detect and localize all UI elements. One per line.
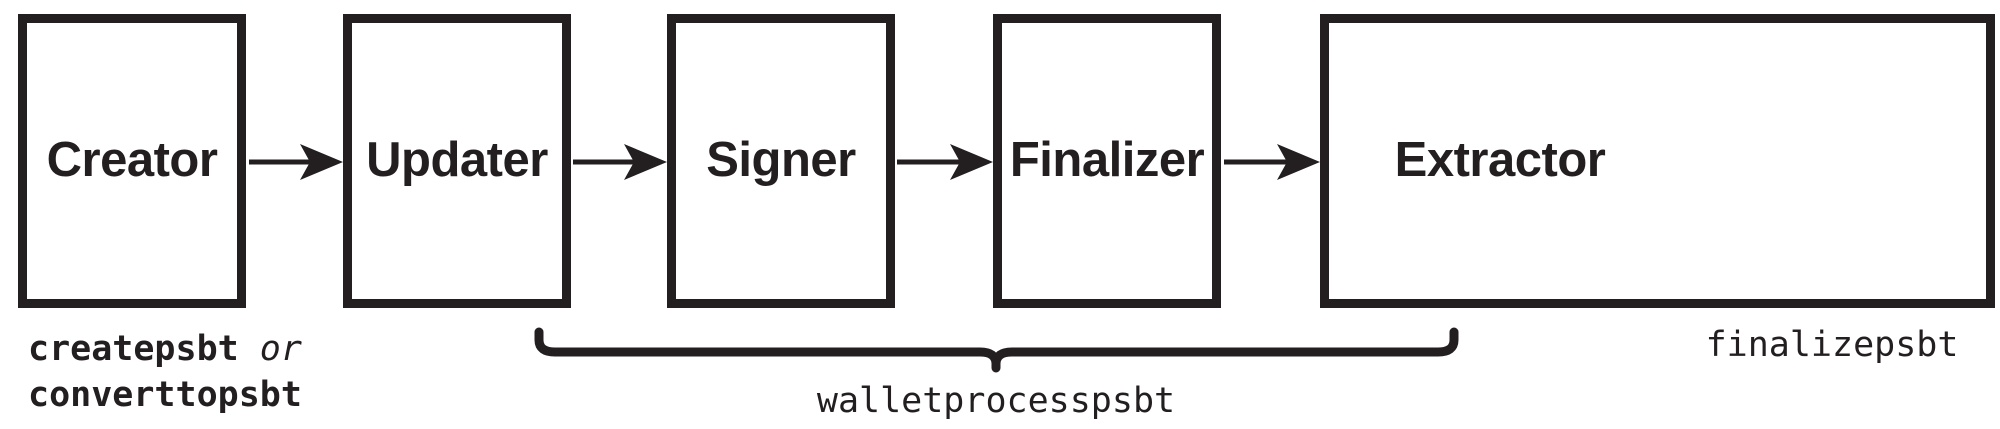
stage-box-finalizer-label: Finalizer (1010, 133, 1205, 187)
arrow-finalizer-extractor-head (1277, 144, 1320, 180)
extractor-command: finalizepsbt (1706, 325, 1959, 365)
creator-command-primary: createpsbt (28, 329, 239, 369)
arrow-finalizer-extractor (1224, 144, 1320, 180)
arrow-updater-signer-head (624, 144, 667, 180)
walletprocesspsbt-brace (534, 327, 1459, 373)
stage-box-creator[interactable]: Creator (18, 14, 246, 308)
stage-box-creator-label: Creator (47, 133, 218, 187)
stage-box-extractor-label: Extractor (1395, 133, 1606, 187)
arrow-creator-updater (249, 144, 343, 180)
creator-command-connector: or (260, 329, 302, 369)
stage-box-updater[interactable]: Updater (343, 14, 571, 308)
creator-command-line2: converttopsbt (28, 375, 302, 415)
stage-box-signer-label: Signer (706, 133, 856, 187)
stage-box-updater-label: Updater (366, 133, 548, 187)
stage-box-extractor[interactable]: Extractor (1320, 14, 1995, 308)
stage-box-extractor-rect (1320, 14, 1995, 308)
arrow-updater-signer (573, 144, 667, 180)
stage-box-finalizer-rect (993, 14, 1221, 308)
stage-box-signer[interactable]: Signer (667, 14, 895, 308)
stage-box-finalizer[interactable]: Finalizer (993, 14, 1221, 308)
arrow-signer-finalizer (897, 144, 993, 180)
walletprocesspsbt-command: walletprocesspsbt (817, 381, 1175, 421)
creator-command-line1: createpsbt or (28, 329, 302, 369)
arrow-creator-updater-head (300, 144, 343, 180)
stage-box-creator-rect (18, 14, 246, 308)
stage-box-signer-rect (667, 14, 895, 308)
stage-box-updater-rect (343, 14, 571, 308)
arrow-signer-finalizer-head (950, 144, 993, 180)
